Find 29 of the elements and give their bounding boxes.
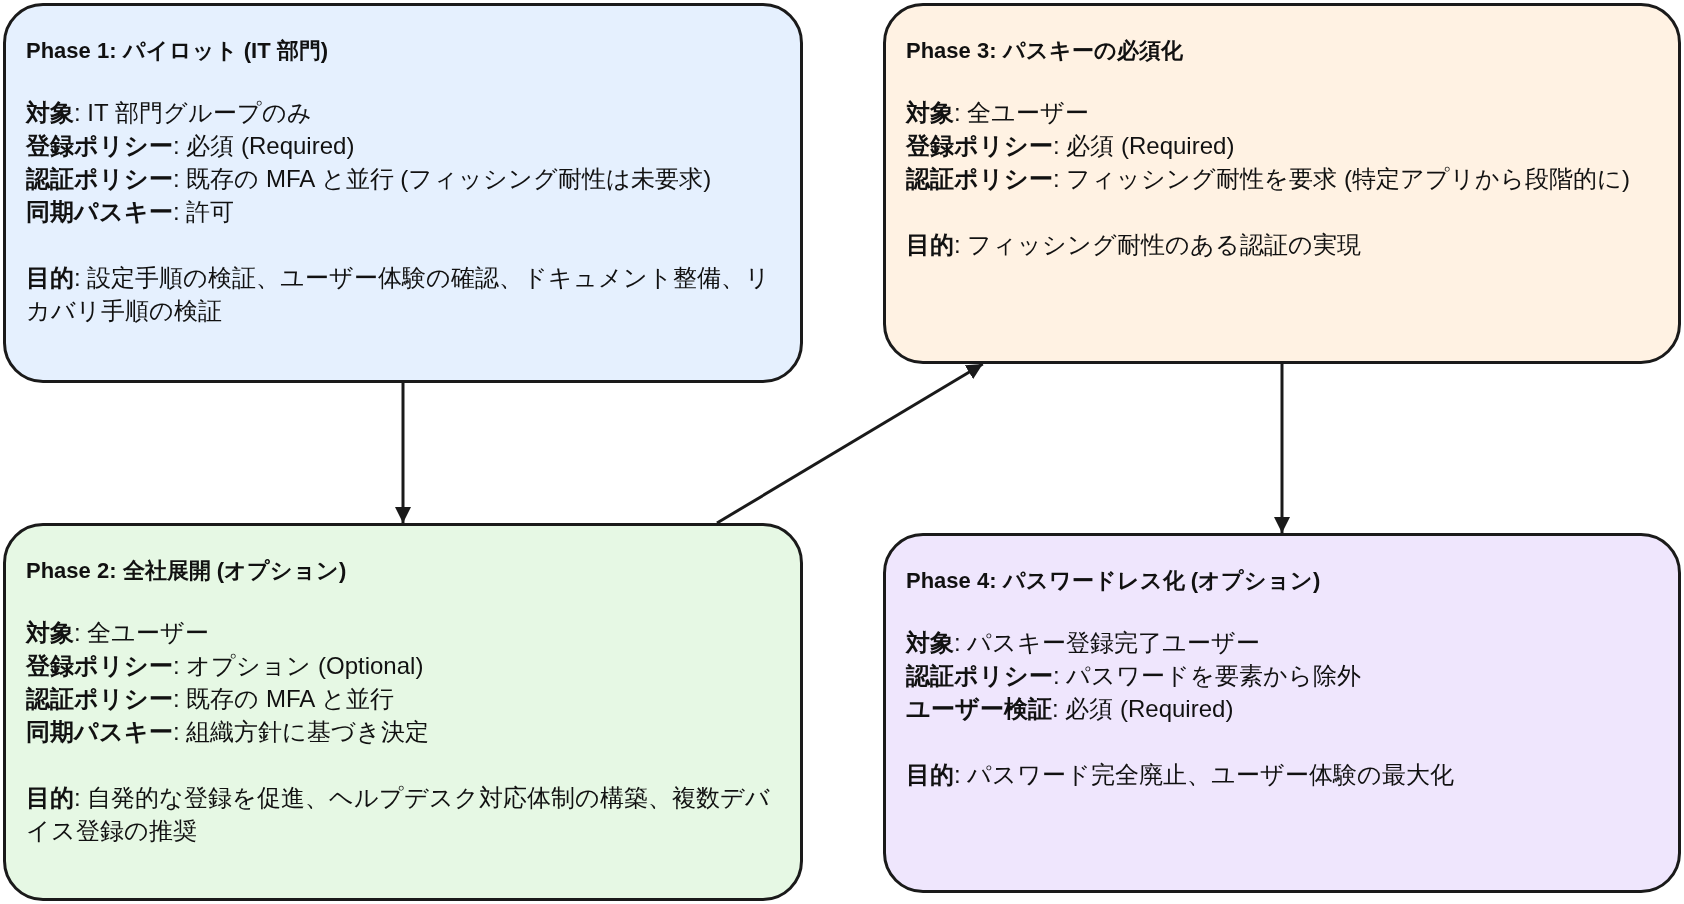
policy-text: 対象: 全ユーザー xyxy=(906,98,1091,128)
goal-text: 目的: フィッシング耐性のある認証の実現 xyxy=(906,230,1363,260)
phase-box xyxy=(3,523,803,901)
policy-text: 同期パスキー: 組織方針に基づき決定 xyxy=(26,717,431,747)
policy-text: 対象: 全ユーザー xyxy=(26,618,211,648)
phase-heading: Phase 1: パイロット (IT 部門) xyxy=(26,37,330,65)
goal-text: 目的: 自発的な登録を促進、ヘルプデスク対応体制の構築、複数デバイス登録の推奨 xyxy=(26,783,772,846)
phase-heading: Phase 3: パスキーの必須化 xyxy=(906,37,1184,65)
arrow xyxy=(395,383,411,523)
goal-text: 目的: 設定手順の検証、ユーザー体験の確認、ドキュメント整備、リカバリ手順の検証 xyxy=(26,263,772,326)
phase-heading: Phase 4: パスワードレス化 (オプション) xyxy=(906,567,1322,595)
goal-text: 目的: パスワード完全廃止、ユーザー体験の最大化 xyxy=(906,760,1456,790)
phase-box xyxy=(883,3,1681,364)
policy-text: 認証ポリシー: パスワードを要素から除外 xyxy=(906,661,1363,691)
policy-text: 登録ポリシー: 必須 (Required) xyxy=(906,131,1236,161)
phase-box xyxy=(3,3,803,383)
policy-text: ユーザー検証: 必須 (Required) xyxy=(906,694,1235,724)
policy-text: 登録ポリシー: オプション (Optional) xyxy=(26,651,425,681)
policy-text: 認証ポリシー: 既存の MFA と並行 xyxy=(26,684,395,714)
phase-box xyxy=(883,533,1681,893)
arrow xyxy=(1274,364,1290,533)
policy-text: 対象: パスキー登録完了ユーザー xyxy=(906,628,1262,658)
policy-text: 登録ポリシー: 必須 (Required) xyxy=(26,131,356,161)
arrow xyxy=(716,362,984,525)
policy-text: 対象: IT 部門グループのみ xyxy=(26,98,313,128)
policy-text: 同期パスキー: 許可 xyxy=(26,197,236,227)
policy-text: 認証ポリシー: 既存の MFA と並行 (フィッシング耐性は未要求) xyxy=(26,164,713,194)
phase-heading: Phase 2: 全社展開 (オプション) xyxy=(26,557,348,585)
policy-text: 認証ポリシー: フィッシング耐性を要求 (特定アプリから段階的に) xyxy=(906,164,1631,194)
